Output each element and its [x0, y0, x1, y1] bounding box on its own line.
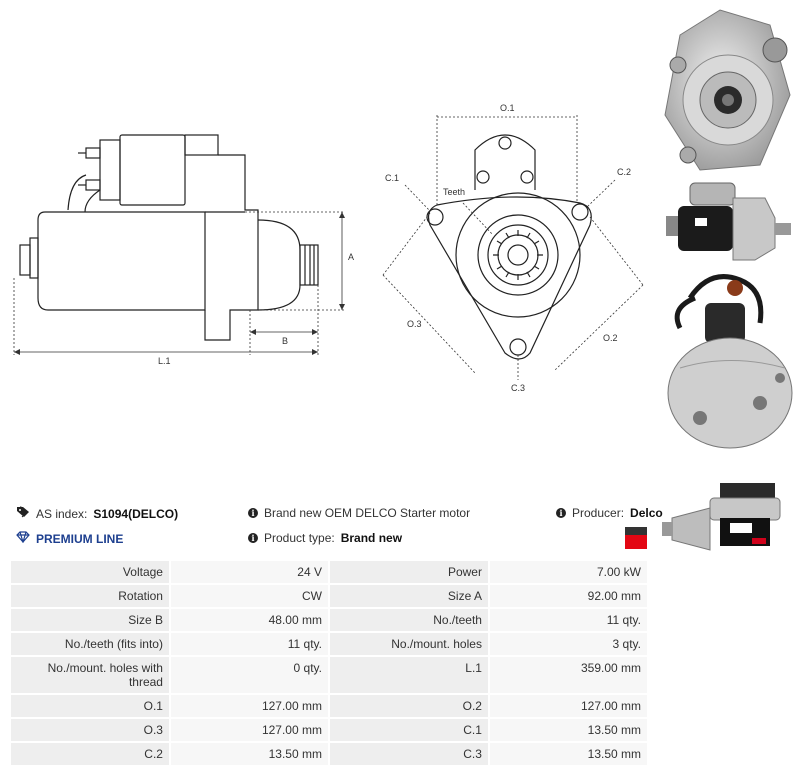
spec-label: No./mount. holes — [329, 633, 488, 655]
spec-label: O.1 — [11, 695, 169, 717]
dim-c2-label: C.2 — [617, 167, 631, 177]
spec-label: C.1 — [329, 719, 488, 741]
product-type-label: Product type: — [264, 531, 335, 545]
product-photo-rear[interactable] — [660, 268, 795, 453]
side-view-drawing: A B L.1 — [13, 134, 354, 366]
spec-label: Rotation — [11, 585, 169, 607]
spec-label: Size B — [11, 609, 169, 631]
teeth-label: Teeth — [443, 187, 465, 197]
dim-l1-label: L.1 — [158, 356, 171, 366]
spec-value: 13.50 mm — [489, 719, 647, 741]
producer-value: Delco — [630, 506, 663, 520]
as-index-label: AS index: — [36, 506, 88, 521]
dim-b-label: B — [282, 336, 288, 346]
dim-c1-label: C.1 — [385, 173, 399, 183]
spec-label: Size A — [329, 585, 488, 607]
spec-label: Power — [329, 561, 488, 583]
tag-icon — [16, 506, 30, 521]
producer-label: Producer: — [572, 506, 625, 520]
spec-label: C.3 — [329, 743, 488, 765]
product-type-value: Brand new — [340, 531, 403, 545]
product-photo-side[interactable] — [660, 178, 795, 263]
product-photo-front[interactable] — [660, 5, 795, 175]
spec-label: O.2 — [329, 695, 488, 717]
producer-logo — [625, 527, 647, 549]
product-photo-side-2[interactable] — [660, 478, 795, 563]
dim-o3-label: O.3 — [407, 319, 422, 329]
spec-value: 92.00 mm — [489, 585, 647, 607]
spec-label: Voltage — [11, 561, 169, 583]
product-type: i Product type: Brand new — [248, 531, 402, 545]
spec-label: C.2 — [11, 743, 169, 765]
spec-label: No./teeth — [329, 609, 488, 631]
spec-value: CW — [170, 585, 328, 607]
spec-value: 48.00 mm — [170, 609, 328, 631]
spec-value: 0 qty. — [170, 657, 328, 693]
spec-value: 11 qty. — [170, 633, 328, 655]
spec-label: No./mount. holes with thread — [11, 657, 169, 693]
dim-a-label: A — [348, 252, 354, 262]
spec-value: 3 qty. — [489, 633, 647, 655]
info-icon: i — [248, 508, 258, 518]
description: i Brand new OEM DELCO Starter motor — [248, 506, 470, 520]
spec-value: 127.00 mm — [170, 695, 328, 717]
dim-o2-label: O.2 — [603, 333, 618, 343]
spec-value: 127.00 mm — [489, 695, 647, 717]
spec-value: 127.00 mm — [170, 719, 328, 741]
spec-label: O.3 — [11, 719, 169, 741]
diamond-icon — [16, 531, 30, 546]
premium-line-label: PREMIUM LINE — [36, 531, 124, 546]
spec-value: 7.00 kW — [489, 561, 647, 583]
producer: i Producer: Delco — [556, 506, 663, 520]
spec-value: 24 V — [170, 561, 328, 583]
front-view-drawing: O.1 C.1 C.2 Teeth O.3 O.2 C.3 — [382, 103, 644, 393]
spec-value: 13.50 mm — [489, 743, 647, 765]
info-icon: i — [248, 533, 258, 543]
description-text: Brand new OEM DELCO Starter motor — [264, 506, 471, 520]
spec-label: L.1 — [329, 657, 488, 693]
premium-line: PREMIUM LINE — [16, 531, 123, 546]
table-row: No./teeth (fits into)11 qty.No./mount. h… — [11, 633, 647, 655]
info-icon: i — [556, 508, 566, 518]
dim-o1-label: O.1 — [500, 103, 515, 113]
dim-c3-label: C.3 — [511, 383, 525, 393]
as-index-value: S1094(DELCO) — [93, 506, 179, 521]
spec-value: 359.00 mm — [489, 657, 647, 693]
as-index: AS index: S1094(DELCO) — [16, 506, 178, 521]
spec-value: 11 qty. — [489, 609, 647, 631]
spec-label: No./teeth (fits into) — [11, 633, 169, 655]
spec-value: 13.50 mm — [170, 743, 328, 765]
